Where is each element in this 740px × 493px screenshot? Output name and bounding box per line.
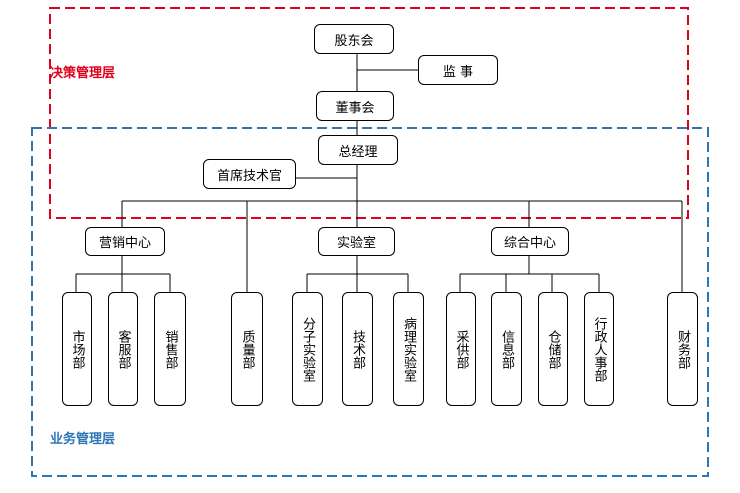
- marketing-center-node: 营销中心: [85, 227, 165, 256]
- cto-node: 首席技术官: [203, 159, 296, 189]
- storage-dept-node: 仓储部: [538, 292, 568, 406]
- quality-dept-node: 质量部: [231, 292, 263, 406]
- business-layer-frame: [31, 127, 709, 477]
- business-layer-label: 业务管理层: [50, 432, 116, 447]
- general-manager-node: 总经理: [318, 135, 398, 165]
- tech-dept-node: 技术部: [342, 292, 373, 406]
- molecular-lab-node: 分子实验室: [292, 292, 323, 406]
- purchasing-dept-node: 采供部: [446, 292, 476, 406]
- info-dept-node: 信息部: [491, 292, 522, 406]
- decision-layer-frame: [49, 7, 689, 219]
- laboratory-node: 实验室: [318, 227, 395, 256]
- board-node: 董事会: [316, 91, 394, 121]
- admin-hr-dept-node: 行政人事部: [584, 292, 614, 406]
- pathology-lab-node: 病理实验室: [393, 292, 424, 406]
- connector-lines: [75, 54, 683, 292]
- sales-dept-node: 销售部: [154, 292, 186, 406]
- finance-dept-node: 财务部: [667, 292, 698, 406]
- decision-layer-label: 决策管理层: [50, 66, 116, 81]
- customer-service-dept-node: 客服部: [108, 292, 138, 406]
- shareholders-node: 股东会: [314, 24, 394, 54]
- supervisor-node: 监 事: [418, 55, 498, 85]
- general-center-node: 综合中心: [491, 227, 569, 256]
- market-dept-node: 市场部: [62, 292, 92, 406]
